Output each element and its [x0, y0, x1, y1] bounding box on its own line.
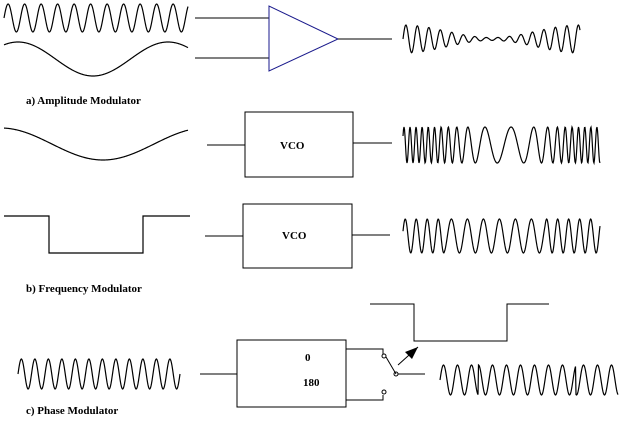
am-output-wave [402, 24, 581, 54]
phase-modulator-caption: c) Phase Modulator [26, 405, 118, 417]
frequency-modulator-section: VCO VCO b) Frequency Modulator [3, 111, 601, 295]
phase-180-label: 180 [303, 377, 320, 389]
fsk-square-message-wave [4, 215, 190, 254]
fm-output-wave [402, 124, 601, 166]
phase-modulator-section: 0 180 c) Phase Modulator [17, 303, 619, 417]
switch-contact-180 [381, 389, 387, 395]
switch-contact-0 [381, 353, 387, 359]
amplifier-triangle [268, 5, 340, 72]
pm-carrier-wave [17, 358, 181, 390]
fm-message-wave [3, 127, 189, 161]
pm-output-wave [439, 363, 619, 396]
amplitude-modulator-caption: a) Amplitude Modulator [26, 95, 141, 107]
fsk-output-wave [402, 218, 601, 254]
vco-bottom-box [242, 203, 353, 269]
amplitude-modulator-section: a) Amplitude Modulator [3, 3, 581, 107]
am-message-wave [3, 41, 189, 77]
am-carrier-wave [3, 3, 189, 33]
phase-shifter-box [236, 339, 347, 408]
pm-square-control-wave [370, 303, 549, 342]
control-arrow-icon [397, 346, 419, 366]
vco-top-box [244, 111, 354, 178]
phase-180-output-line [346, 395, 384, 401]
vco-bottom-label: VCO [282, 230, 307, 242]
phase-0-label: 0 [305, 352, 311, 364]
vco-top-label: VCO [280, 140, 305, 152]
switch-arm [385, 356, 397, 375]
frequency-modulator-caption: b) Frequency Modulator [26, 283, 142, 295]
phase-0-output-line [346, 348, 384, 354]
